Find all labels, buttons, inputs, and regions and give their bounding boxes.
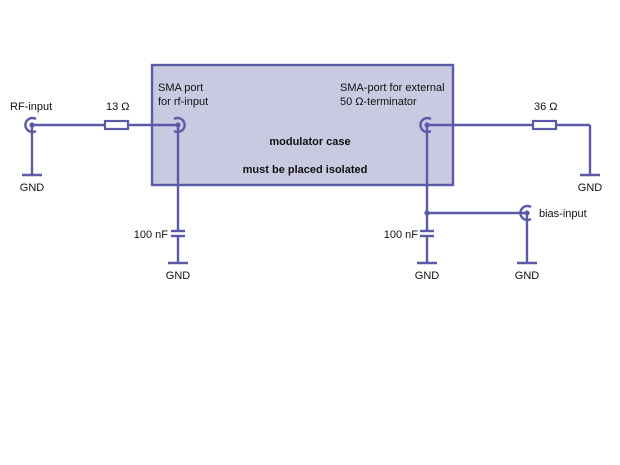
sma-output-label-1: SMA-port for external	[340, 82, 445, 94]
r2-label: 36 Ω	[534, 101, 558, 113]
case-title: modulator case	[269, 136, 350, 148]
rf-input-label: RF-input	[10, 101, 52, 113]
gnd-label: GND	[415, 270, 440, 282]
gnd-label: GND	[578, 182, 603, 194]
rf-input-connector-icon	[24, 116, 37, 134]
case-note: must be placed isolated	[243, 164, 368, 176]
capacitor-c1	[168, 125, 188, 265]
gnd-label: GND	[515, 270, 540, 282]
bias-input-label: bias-input	[539, 208, 587, 220]
gnd-label: GND	[166, 270, 191, 282]
bias-input-connector-icon	[519, 204, 532, 222]
c1-label: 100 nF	[134, 229, 169, 241]
gnd-label: GND	[20, 182, 45, 194]
modulator-case	[150, 63, 455, 187]
sma-output-label-2: 50 Ω-terminator	[340, 96, 417, 108]
rf-input-wire	[22, 123, 178, 177]
r1-label: 13 Ω	[106, 101, 130, 113]
resistor-13-ohm	[103, 119, 130, 131]
bias-wire	[427, 211, 537, 265]
sma-input-label-1: SMA port	[158, 82, 203, 94]
sma-input-label-2: for rf-input	[158, 96, 208, 108]
resistor-36-ohm	[531, 119, 558, 131]
terminator-wire	[427, 123, 600, 177]
c2-label: 100 nF	[384, 229, 419, 241]
